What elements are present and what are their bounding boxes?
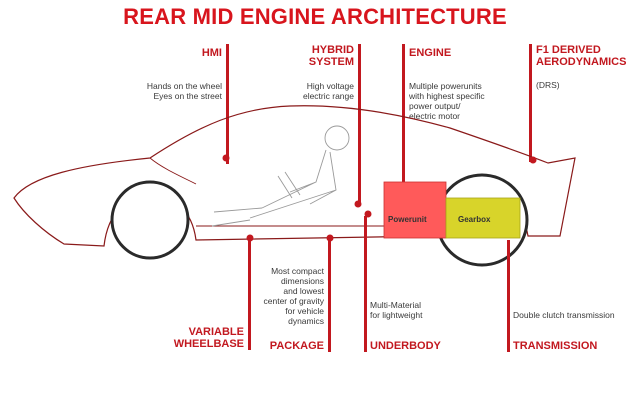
- heading-aerodynamics: F1 DERIVED AERODYNAMICS: [536, 44, 627, 68]
- hybrid-dot: [354, 200, 362, 208]
- wheelbase-connector-bar: [248, 240, 251, 350]
- aero-dot: [529, 156, 537, 164]
- window-line: [149, 157, 197, 185]
- hybrid-connector-bar: [358, 44, 361, 204]
- heading-engine: ENGINE: [409, 47, 452, 59]
- powerunit-label: Powerunit: [388, 215, 427, 224]
- driver-outline: [211, 125, 350, 227]
- heading-hmi: HMI: [201, 47, 222, 59]
- note-aerodynamics: (DRS): [536, 80, 560, 90]
- engine-connector-bar: [402, 44, 405, 184]
- gearbox-label: Gearbox: [458, 215, 491, 224]
- wheelbase-dot: [246, 234, 254, 242]
- package-connector-bar: [328, 240, 331, 352]
- note-package: Most compact dimensions and lowest cente…: [263, 266, 324, 326]
- package-dot: [326, 234, 334, 242]
- note-underbody: Multi-Material for lightweight: [370, 300, 423, 320]
- underbody-dot: [364, 210, 372, 218]
- diagram-title: REAR MID ENGINE ARCHITECTURE: [123, 4, 507, 29]
- note-engine: Multiple powerunits with highest specifi…: [409, 81, 485, 121]
- note-hybrid-system: High voltage electric range: [302, 81, 354, 101]
- transmission-connector-bar: [507, 240, 510, 352]
- underbody-connector-bar: [364, 216, 367, 352]
- heading-package: PACKAGE: [269, 340, 324, 352]
- heading-hybrid-system: HYBRID SYSTEM: [308, 44, 354, 68]
- gearbox-box: [445, 197, 521, 239]
- heading-transmission: TRANSMISSION: [513, 340, 598, 352]
- hmi-dot: [222, 154, 230, 162]
- note-hmi: Hands on the wheel Eyes on the street: [146, 81, 222, 101]
- powerunit-box: [383, 181, 447, 239]
- hmi-connector-bar: [226, 44, 229, 164]
- front-wheel: [110, 180, 190, 260]
- heading-underbody: UNDERBODY: [370, 340, 441, 352]
- heading-variable-wheelbase: VARIABLE WHEELBASE: [173, 326, 244, 350]
- aero-connector-bar: [529, 44, 532, 162]
- note-transmission: Double clutch transmission: [513, 310, 615, 320]
